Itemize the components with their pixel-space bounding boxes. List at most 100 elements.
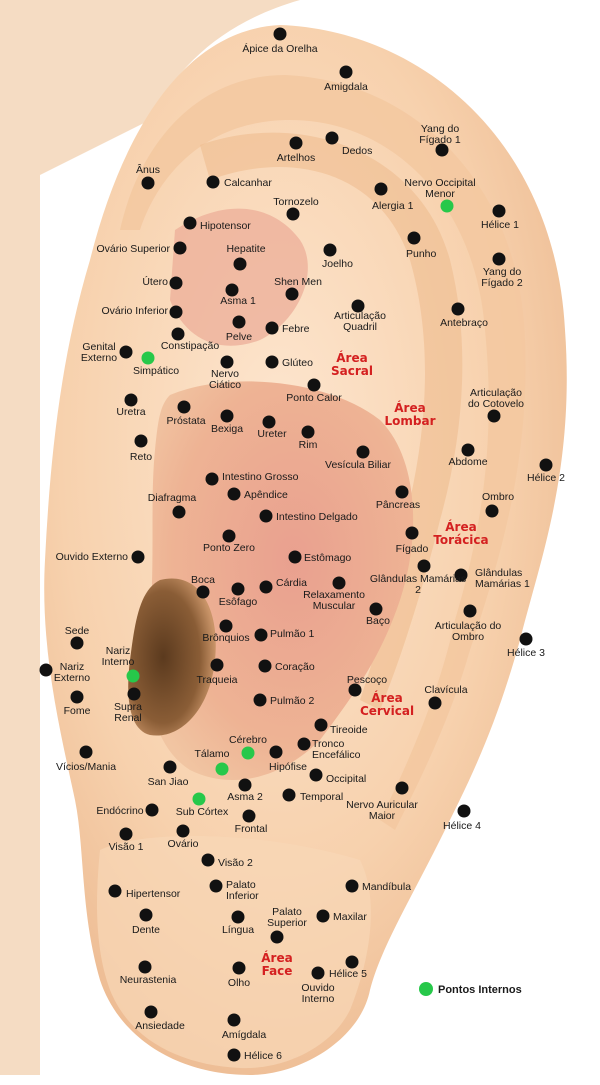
- point-calcanhar-dot: [206, 175, 220, 189]
- point-ureter-label: Ureter: [257, 428, 287, 440]
- point-helice-6-dot: [227, 1048, 241, 1062]
- point-genital-externo-dot: [119, 345, 133, 359]
- point-esofago-label: Esôfago: [219, 596, 258, 608]
- point-hipertensor-label: Hipertensor: [126, 888, 181, 900]
- point-shen-men-label: Shen Men: [274, 276, 322, 288]
- point-olho-label: Olho: [228, 977, 250, 989]
- point-glandulas-mamarias-1-dot: [454, 568, 468, 582]
- point-apendice-label: Apêndice: [244, 489, 288, 501]
- point-ureter-dot: [262, 415, 276, 429]
- point-joelho-label: Joelho: [322, 258, 353, 270]
- point-lingua-label: Língua: [222, 924, 254, 936]
- point-bexiga-label: Bexiga: [211, 423, 243, 435]
- point-pancreas-dot: [395, 485, 409, 499]
- legend-green-dot: [419, 982, 433, 996]
- point-ovario-inferior-label: Ovário Inferior: [101, 305, 168, 317]
- point-nervo-auricular-maior-dot: [395, 781, 409, 795]
- point-temporal-dot: [282, 788, 296, 802]
- point-intestino-delgado-dot: [259, 509, 273, 523]
- point-neurastenia-dot: [138, 960, 152, 974]
- point-helice-1-label: Hélice 1: [481, 219, 519, 231]
- point-helice-4-label: Hélice 4: [443, 820, 481, 832]
- point-ponto-calor-label: Ponto Calor: [286, 392, 342, 404]
- point-pulmao-2-label: Pulmão 2: [270, 695, 315, 707]
- point-helice-3-dot: [519, 632, 533, 646]
- point-bronquios-label: Brônquios: [202, 632, 249, 644]
- point-fome-label: Fome: [64, 705, 91, 717]
- point-dente-label: Dente: [132, 924, 160, 936]
- point-reto-dot: [134, 434, 148, 448]
- point-diafragma-dot: [172, 505, 186, 519]
- point-glandulas-mamarias-2-dot: [417, 559, 431, 573]
- point-ouvido-externo-dot: [131, 550, 145, 564]
- point-yang-figado-1-dot: [435, 143, 449, 157]
- point-baco-dot: [369, 602, 383, 616]
- point-coracao-dot: [258, 659, 272, 673]
- point-talamo-label: Tálamo: [194, 748, 229, 760]
- point-sub-cortex-label: Sub Córtex: [176, 806, 229, 818]
- point-apendice-dot: [227, 487, 241, 501]
- point-visao-2-label: Visão 2: [218, 857, 253, 869]
- point-ovario-dot: [176, 824, 190, 838]
- point-endocrino-dot: [145, 803, 159, 817]
- point-abdome-dot: [461, 443, 475, 457]
- point-estomago-dot: [288, 550, 302, 564]
- point-artelhos-dot: [289, 136, 303, 150]
- point-occipital-label: Occipital: [326, 773, 366, 785]
- point-antebraco-dot: [451, 302, 465, 316]
- point-bronquios-dot: [219, 619, 233, 633]
- point-anus-label: Ânus: [136, 163, 160, 176]
- point-helice-2-label: Hélice 2: [527, 472, 565, 484]
- point-temporal-label: Temporal: [300, 791, 343, 803]
- point-hipofise-dot: [269, 745, 283, 759]
- point-apice-dot: [273, 27, 287, 41]
- point-ombro-label: Ombro: [482, 491, 514, 503]
- point-lingua-dot: [231, 910, 245, 924]
- point-nariz-externo-dot: [39, 663, 53, 677]
- point-pancreas-label: Pâncreas: [376, 499, 420, 511]
- point-pelve-dot: [232, 315, 246, 329]
- point-amigdala-dot: [339, 65, 353, 79]
- point-articulacao-ombro-dot: [463, 604, 477, 618]
- point-coracao-label: Coração: [275, 661, 315, 673]
- point-asma-1-label: Asma 1: [220, 295, 256, 307]
- point-utero-label: Útero: [142, 275, 168, 288]
- point-articulacao-cotovelo-dot: [487, 409, 501, 423]
- point-vicios-mania-label: Vícios/Mania: [56, 761, 116, 773]
- legend-label: Pontos Internos: [438, 984, 522, 996]
- point-amigdala-low-label: Amígdala: [222, 1029, 267, 1041]
- point-nervo-ciatico-dot: [220, 355, 234, 369]
- point-sede-dot: [70, 636, 84, 650]
- point-frontal-dot: [242, 809, 256, 823]
- point-dedos-dot: [325, 131, 339, 145]
- point-nariz-interno-dot: [126, 669, 140, 683]
- point-asma-2-label: Asma 2: [227, 791, 263, 803]
- point-punho-dot: [407, 231, 421, 245]
- point-cardia-dot: [259, 580, 273, 594]
- point-helice-5-dot: [345, 955, 359, 969]
- point-clavicula-label: Clavícula: [424, 684, 467, 696]
- point-helice-4-dot: [457, 804, 471, 818]
- point-figado-label: Fígado: [396, 543, 429, 555]
- point-febre-label: Febre: [282, 323, 310, 335]
- point-bexiga-dot: [220, 409, 234, 423]
- point-prostata-dot: [177, 400, 191, 414]
- point-cerebro-dot: [241, 746, 255, 760]
- point-helice-2-dot: [539, 458, 553, 472]
- point-figado-dot: [405, 526, 419, 540]
- point-rim-label: Rim: [299, 439, 318, 451]
